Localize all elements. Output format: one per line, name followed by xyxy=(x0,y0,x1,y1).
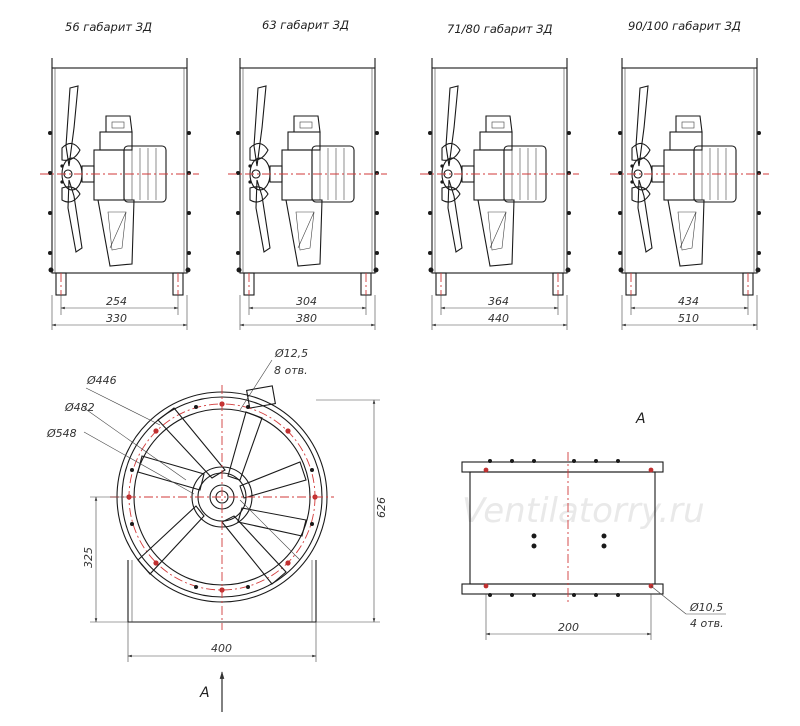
view-arrow-label: А xyxy=(199,685,210,701)
label-height-axis: 325 xyxy=(82,547,95,568)
size-title: 71/80 габарит ЗД xyxy=(447,22,553,36)
dim-inner: 364 xyxy=(488,295,509,308)
label-width: 200 xyxy=(558,621,579,634)
dim-inner: 434 xyxy=(678,295,699,308)
size-variant-90-100: 90/100 габарит ЗД 434 510 xyxy=(609,19,770,330)
dim-outer: 440 xyxy=(488,312,509,325)
size-variant-71-80: 71/80 габарит ЗД 364 440 xyxy=(419,22,580,330)
flange-holes xyxy=(126,401,318,593)
size-title: 90/100 габарит ЗД xyxy=(628,19,741,33)
dim-outer: 380 xyxy=(296,312,317,325)
size-title: 56 габарит ЗД xyxy=(65,20,152,34)
dim-outer: 330 xyxy=(106,312,127,325)
dim-inner: 304 xyxy=(296,295,317,308)
size-variant-56: 56 габарит ЗД 254 330 xyxy=(39,20,200,330)
size-title: 63 габарит ЗД xyxy=(262,18,349,32)
label-hole-count: 4 отв. xyxy=(690,617,724,630)
front-view: Ø446 Ø482 Ø548 Ø12,5 8 отв. 400 626 325 … xyxy=(46,347,388,712)
watermark-text: Ventilatorry.ru xyxy=(462,491,705,531)
view-label: А xyxy=(635,411,646,427)
label-hole-dia: Ø12,5 xyxy=(274,347,308,360)
label-d446: Ø446 xyxy=(86,374,117,387)
label-hole-count: 8 отв. xyxy=(274,364,308,377)
side-view-a: А 200 Ø10,5 4 отв. xyxy=(461,411,726,640)
label-height-total: 626 xyxy=(375,497,388,518)
label-hole-dia: Ø10,5 xyxy=(689,601,723,614)
dim-inner: 254 xyxy=(106,295,127,308)
label-width: 400 xyxy=(211,642,232,655)
label-d482: Ø482 xyxy=(64,401,95,414)
dim-outer: 510 xyxy=(678,312,699,325)
size-variant-63: 63 габарит ЗД 304 380 xyxy=(227,18,388,330)
label-d548: Ø548 xyxy=(46,427,77,440)
